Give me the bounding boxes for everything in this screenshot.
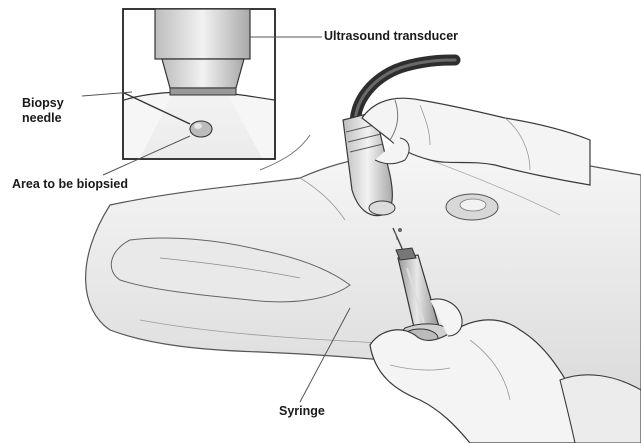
label-area-to-be-biopsied: Area to be biopsied <box>12 177 128 192</box>
label-biopsy-needle-line2: needle <box>22 111 64 126</box>
inset-panel <box>123 9 275 159</box>
label-biopsy-needle: Biopsy needle <box>22 96 64 126</box>
label-ultrasound-transducer: Ultrasound transducer <box>324 29 458 44</box>
label-syringe: Syringe <box>279 404 325 419</box>
label-biopsy-needle-line1: Biopsy <box>22 96 64 111</box>
